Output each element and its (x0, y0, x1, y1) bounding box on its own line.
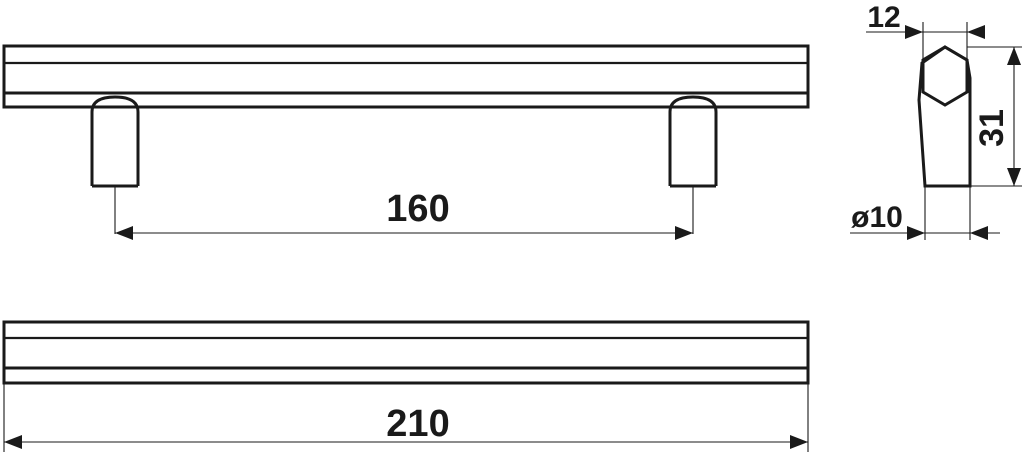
end-view: 12 31 ø10 (850, 1, 1022, 240)
bar-width-label: 12 (867, 1, 900, 34)
end-view-hexagon (921, 45, 969, 107)
overall-length-arrow-left (4, 435, 22, 449)
top-view: 210 (2, 320, 810, 452)
side-view: 160 (2, 44, 810, 240)
top-view-bar (2, 320, 810, 385)
side-view-left-leg (90, 95, 140, 186)
leg-diameter-arrow-left (907, 226, 925, 240)
leg-diameter-arrow-right (970, 226, 988, 240)
hole-spacing-arrow-left (115, 226, 133, 240)
hole-spacing-arrow-right (675, 226, 693, 240)
leg-diameter-label: ø10 (851, 201, 903, 234)
bar-width-arrow-left (905, 25, 923, 39)
height-arrow-top (1007, 47, 1021, 65)
height-arrow-bottom (1007, 168, 1021, 186)
height-label: 31 (973, 109, 1011, 147)
overall-length-label: 210 (386, 403, 449, 445)
side-view-right-leg (668, 95, 718, 186)
end-view-profile (917, 45, 972, 188)
hole-spacing-label: 160 (386, 188, 449, 230)
bar-width-arrow-right (967, 25, 985, 39)
side-view-bar (2, 44, 810, 109)
overall-length-arrow-right (790, 435, 808, 449)
